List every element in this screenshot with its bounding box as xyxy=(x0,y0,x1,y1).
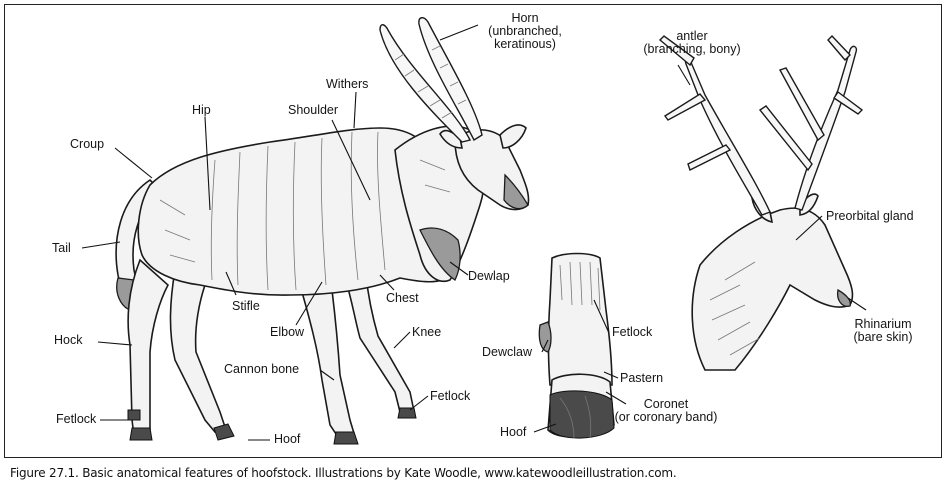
label-coronet-title: Coronet xyxy=(644,397,688,411)
label-antler-title: antler xyxy=(676,29,707,43)
label-fetlock-hind: Fetlock xyxy=(56,413,96,426)
label-hoof: Hoof xyxy=(274,433,300,446)
label-antler: antler (branching, bony) xyxy=(632,30,752,56)
deer-head-drawing xyxy=(660,36,862,370)
label-dewlap: Dewlap xyxy=(468,270,510,283)
label-horn-sub2: keratinous) xyxy=(470,38,580,51)
hoof-detail-drawing xyxy=(539,254,614,439)
label-dewclaw: Dewclaw xyxy=(482,346,532,359)
label-knee: Knee xyxy=(412,326,441,339)
label-pastern: Pastern xyxy=(620,372,663,385)
label-fetlock-detail: Fetlock xyxy=(612,326,652,339)
figure-caption: Figure 27.1. Basic anatomical features o… xyxy=(10,466,676,480)
label-tail: Tail xyxy=(52,242,71,255)
label-rhinarium-title: Rhinarium xyxy=(855,317,912,331)
label-hock: Hock xyxy=(54,334,82,347)
label-chest: Chest xyxy=(386,292,419,305)
label-hoof-detail: Hoof xyxy=(500,426,526,439)
label-shoulder: Shoulder xyxy=(288,104,338,117)
label-elbow: Elbow xyxy=(270,326,304,339)
label-croup: Croup xyxy=(70,138,104,151)
label-preorbital-gland: Preorbital gland xyxy=(826,210,914,223)
label-cannon-bone: Cannon bone xyxy=(224,363,299,376)
label-withers: Withers xyxy=(326,78,368,91)
label-rhinarium: Rhinarium (bare skin) xyxy=(842,318,924,344)
label-horn-title: Horn xyxy=(511,11,538,25)
label-coronet-sub: (or coronary band) xyxy=(604,411,728,424)
label-fetlock-front: Fetlock xyxy=(430,390,470,403)
label-hip: Hip xyxy=(192,104,211,117)
label-antler-sub: (branching, bony) xyxy=(632,43,752,56)
eland-drawing xyxy=(116,18,528,444)
label-horn: Horn (unbranched, keratinous) xyxy=(470,12,580,51)
label-stifle: Stifle xyxy=(232,300,260,313)
label-coronet: Coronet (or coronary band) xyxy=(604,398,728,424)
label-rhinarium-sub: (bare skin) xyxy=(842,331,924,344)
